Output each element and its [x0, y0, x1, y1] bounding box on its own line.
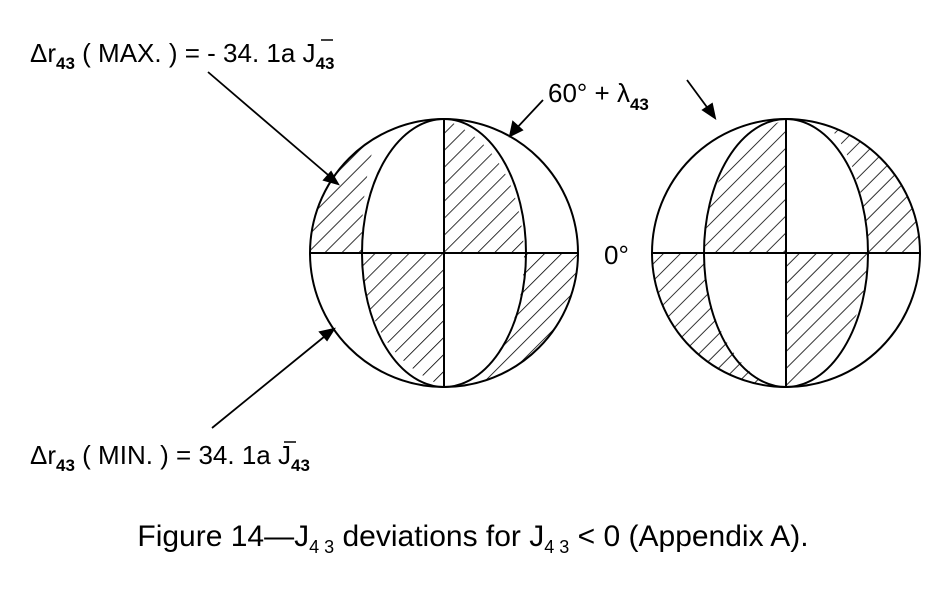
hatch-left-upper-west [310, 119, 392, 253]
label-min: Δr43 ( MIN. ) = 34. 1a J43 [30, 440, 310, 475]
abar: a [256, 440, 271, 470]
arrowhead-angle-left [508, 120, 524, 138]
hatch-left-upper-center [444, 119, 524, 253]
arrowhead-max [322, 170, 340, 186]
arrowhead-angle-right [701, 102, 717, 120]
hatch-left-lower-center [362, 253, 444, 387]
figure-caption: Figure 14—J4 3 deviations for J4 3 < 0 (… [137, 520, 809, 557]
leader-max [207, 71, 335, 181]
abar: a [281, 38, 296, 68]
label-equator-angle: 0° [604, 240, 629, 270]
hatch-right-lower-center [786, 253, 868, 387]
leader-lines [207, 71, 717, 429]
arrowhead-min [318, 327, 336, 342]
label-angle-top: 60° + λ43 [548, 78, 649, 114]
left-sphere [309, 118, 579, 388]
hatch-right-upper-west [704, 119, 786, 253]
label-max: Δr43 ( MAX. ) = - 34. 1a J43 [30, 38, 334, 73]
right-sphere [651, 118, 921, 388]
leader-angle-left [513, 99, 544, 132]
leader-min [211, 331, 331, 429]
hatch-left-lower-east [450, 253, 578, 387]
